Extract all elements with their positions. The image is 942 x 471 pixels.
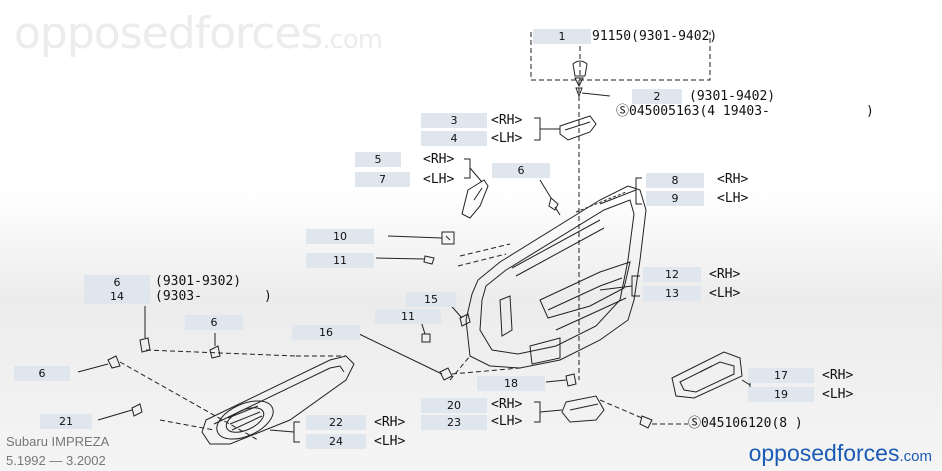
part-ref-20[interactable]: 20 (421, 398, 487, 413)
brand-link[interactable]: opposedforces.com (748, 440, 932, 466)
part-ref-19[interactable]: 19 (748, 387, 814, 402)
spec-20-rh: <RH> (491, 397, 523, 412)
spec-17-rh: <RH> (822, 368, 854, 383)
spec-14-years: (9303- (155, 289, 202, 304)
part-ref-22[interactable]: 22 (306, 415, 366, 430)
screw-part-18 (565, 373, 577, 387)
part-ref-11-upper[interactable]: 11 (306, 253, 374, 268)
part-ref-6-far-left[interactable]: 6 (14, 366, 70, 381)
screw-part-6-left (107, 355, 121, 369)
part-ref-3[interactable]: 3 (421, 113, 487, 128)
part-ref-10[interactable]: 10 (306, 229, 374, 244)
clip-part-11 (423, 255, 435, 265)
spec-22-rh: <RH> (374, 415, 406, 430)
screw-part-6-mid (209, 345, 221, 359)
spec-2-close: ) (866, 104, 874, 119)
screw-part-21 (131, 403, 143, 417)
clip-part-1 (572, 60, 588, 88)
spec-2-bolt: Ⓢ045005163(4 19403- (616, 104, 770, 119)
clip-part-10 (441, 231, 455, 245)
part-ref-21[interactable]: 21 (40, 414, 92, 429)
part-ref-11-lower[interactable]: 11 (375, 309, 441, 324)
spec-14-close: ) (264, 289, 272, 304)
spec-top-note: 91150(9301-9402) (592, 29, 718, 44)
part-ref-23[interactable]: 23 (421, 415, 487, 430)
spec-3-rh: <RH> (491, 113, 523, 128)
armrest-panel (201, 355, 355, 445)
window-switch-panel-17 (671, 351, 743, 399)
part-ref-13[interactable]: 13 (643, 286, 701, 301)
part-ref-9[interactable]: 9 (646, 191, 704, 206)
spec-7-lh: <LH> (423, 172, 455, 187)
screw-part-6 (548, 197, 561, 216)
part-ref-4[interactable]: 4 (421, 131, 487, 146)
part-ref-6-upper[interactable]: 6 (492, 163, 550, 178)
spec-bolt: Ⓢ045106120(8 ) (688, 416, 803, 431)
door-trim-panel (465, 185, 647, 369)
spec-24-lh: <LH> (374, 434, 406, 449)
part-ref-12[interactable]: 12 (643, 267, 701, 282)
watermark: opposedforces.com (14, 8, 383, 59)
clip-part-11-lower (421, 333, 431, 343)
part-ref-16[interactable]: 16 (292, 325, 360, 340)
part-ref-14[interactable]: 14 (84, 289, 150, 304)
spec-9-lh: <LH> (717, 191, 749, 206)
spec-5-rh: <RH> (423, 152, 455, 167)
part-ref-2[interactable]: 2 (632, 89, 682, 104)
part-ref-15[interactable]: 15 (406, 292, 456, 307)
screw-bolt (639, 415, 653, 429)
screw-part-16 (439, 367, 453, 381)
spec-12-rh: <RH> (709, 267, 741, 282)
handle-cup-part-20 (561, 395, 605, 423)
model-years: 5.1992 — 3.2002 (6, 453, 106, 468)
spec-4-lh: <LH> (491, 131, 523, 146)
part-ref-24[interactable]: 24 (306, 434, 366, 449)
part-ref-5[interactable]: 5 (355, 152, 401, 167)
model-name: Subaru IMPREZA (6, 434, 110, 449)
spec-19-lh: <LH> (822, 387, 854, 402)
spec-2-years: (9301-9402) (689, 89, 776, 104)
spec-23-lh: <LH> (491, 414, 523, 429)
part-ref-17[interactable]: 17 (748, 368, 814, 383)
part-ref-6-left[interactable]: 6 (84, 275, 150, 290)
part-ref-18[interactable]: 18 (477, 376, 545, 391)
clip-part-15 (459, 313, 471, 327)
bracket-part-5 (461, 179, 489, 219)
part-ref-6-mid[interactable]: 6 (185, 315, 243, 330)
spec-8-rh: <RH> (717, 172, 749, 187)
screw-part-6-lower (139, 337, 151, 353)
pull-cup-part-3 (559, 115, 597, 141)
part-ref-1[interactable]: 1 (533, 29, 591, 44)
clip-part-2 (575, 87, 583, 98)
part-ref-7[interactable]: 7 (355, 172, 410, 187)
spec-13-lh: <LH> (709, 286, 741, 301)
part-ref-8[interactable]: 8 (646, 173, 704, 188)
spec-6-years: (9301-9302) (155, 274, 242, 289)
